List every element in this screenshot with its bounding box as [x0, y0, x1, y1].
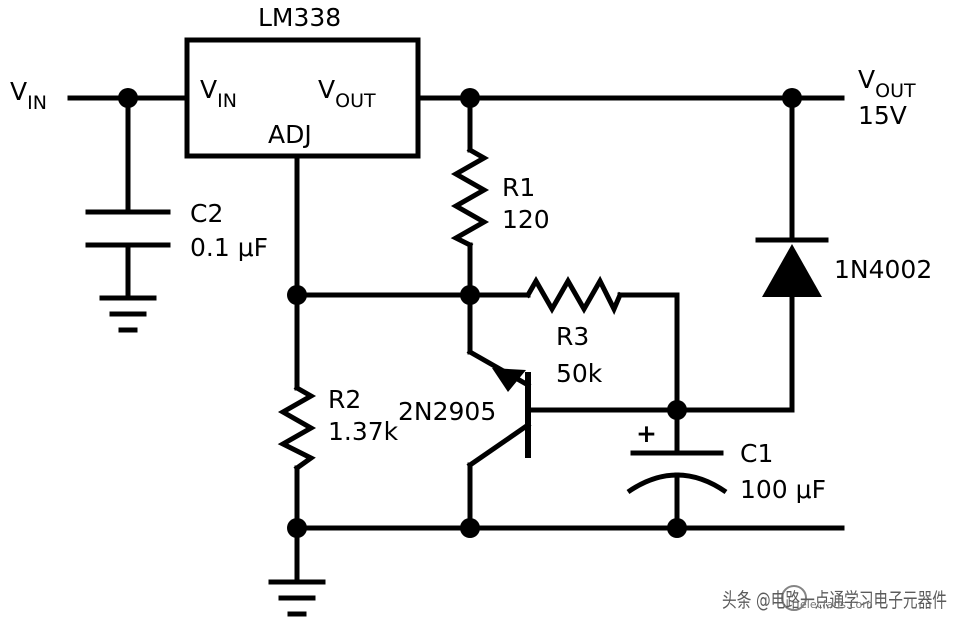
- r3-zigzag: [524, 275, 624, 315]
- junction-dot: [667, 518, 687, 538]
- diode-ref: 1N4002: [834, 255, 932, 284]
- resistor-r2: R2 1.37k: [277, 384, 399, 472]
- input-label: VIN: [10, 77, 47, 114]
- diode-triangle: [762, 244, 822, 297]
- transistor-ref: 2N2905: [398, 397, 496, 426]
- ground-symbol-main: [268, 579, 326, 617]
- capacitor-c2: C2 0.1 μF: [85, 199, 268, 262]
- watermark-logo-icon: [781, 585, 807, 611]
- resistor-r3: R3 50k: [524, 275, 624, 388]
- wire-collector: [466, 421, 532, 469]
- transistor-2n2905: 2N2905: [398, 368, 531, 458]
- junction-dots: [118, 88, 802, 538]
- c2-ref: C2: [190, 199, 223, 228]
- junction-dot: [782, 88, 802, 108]
- watermark: 头条 @电路一点通学习电子元器件 elecfans.com: [722, 585, 947, 612]
- regulator-name: LM338: [258, 3, 341, 32]
- regulator-lm338: LM338 VIN VOUT ADJ: [184, 3, 421, 159]
- capacitor-c1: + C1 100 μF: [626, 419, 826, 504]
- diode-1n4002: 1N4002: [755, 237, 932, 297]
- regulator-pin-adj: ADJ: [268, 120, 312, 149]
- ground-symbol-c2: [99, 295, 157, 333]
- r1-value: 120: [502, 205, 550, 234]
- regulator-pin-vin: VIN: [200, 75, 237, 112]
- r3-ref: R3: [556, 322, 589, 351]
- watermark-text: 头条 @电路一点通学习电子元器件: [722, 588, 947, 612]
- r1-zigzag: [450, 146, 490, 249]
- output-voltage: 15V: [858, 101, 907, 130]
- r2-zigzag: [277, 384, 317, 472]
- junction-dot: [287, 285, 307, 305]
- c1-ref: C1: [740, 439, 773, 468]
- r2-ref: R2: [328, 385, 361, 414]
- r2-value: 1.37k: [328, 417, 399, 446]
- wires: [67, 95, 845, 583]
- junction-dot: [667, 400, 687, 420]
- regulator-box: [184, 37, 421, 159]
- junction-dot: [287, 518, 307, 538]
- junction-dot: [460, 88, 480, 108]
- r1-ref: R1: [502, 173, 535, 202]
- output-label: VOUT: [858, 65, 916, 102]
- regulator-pin-vout: VOUT: [318, 75, 376, 112]
- transistor-emitter-arrow: [492, 368, 526, 392]
- watermark-site: elecfans.com: [800, 598, 873, 611]
- resistor-r1: R1 120: [450, 146, 550, 249]
- c2-value: 0.1 μF: [190, 233, 268, 262]
- junction-dot: [460, 518, 480, 538]
- c1-polarity: +: [636, 419, 657, 448]
- r3-value: 50k: [556, 359, 603, 388]
- junction-dot: [118, 88, 138, 108]
- junction-dot: [460, 285, 480, 305]
- c1-value: 100 μF: [740, 475, 826, 504]
